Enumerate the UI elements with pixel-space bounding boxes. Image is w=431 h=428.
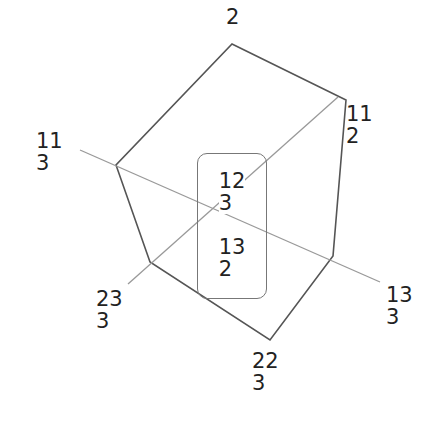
diagonal-line (80, 150, 380, 282)
tableau-label: 13 2 (219, 236, 246, 280)
tableau-label: 12 3 (219, 170, 246, 214)
tableau-label: 2 (226, 6, 239, 28)
tableau-label: 11 2 (346, 103, 373, 147)
tableau-label: 23 3 (96, 288, 123, 332)
diagonal-line (128, 97, 338, 284)
tableau-label: 22 3 (252, 350, 279, 394)
center-box: 12 3 13 2 (197, 153, 268, 299)
tableau-label: 13 3 (386, 284, 413, 328)
hexagon-outline (116, 44, 346, 340)
tableau-label: 11 3 (36, 130, 63, 174)
